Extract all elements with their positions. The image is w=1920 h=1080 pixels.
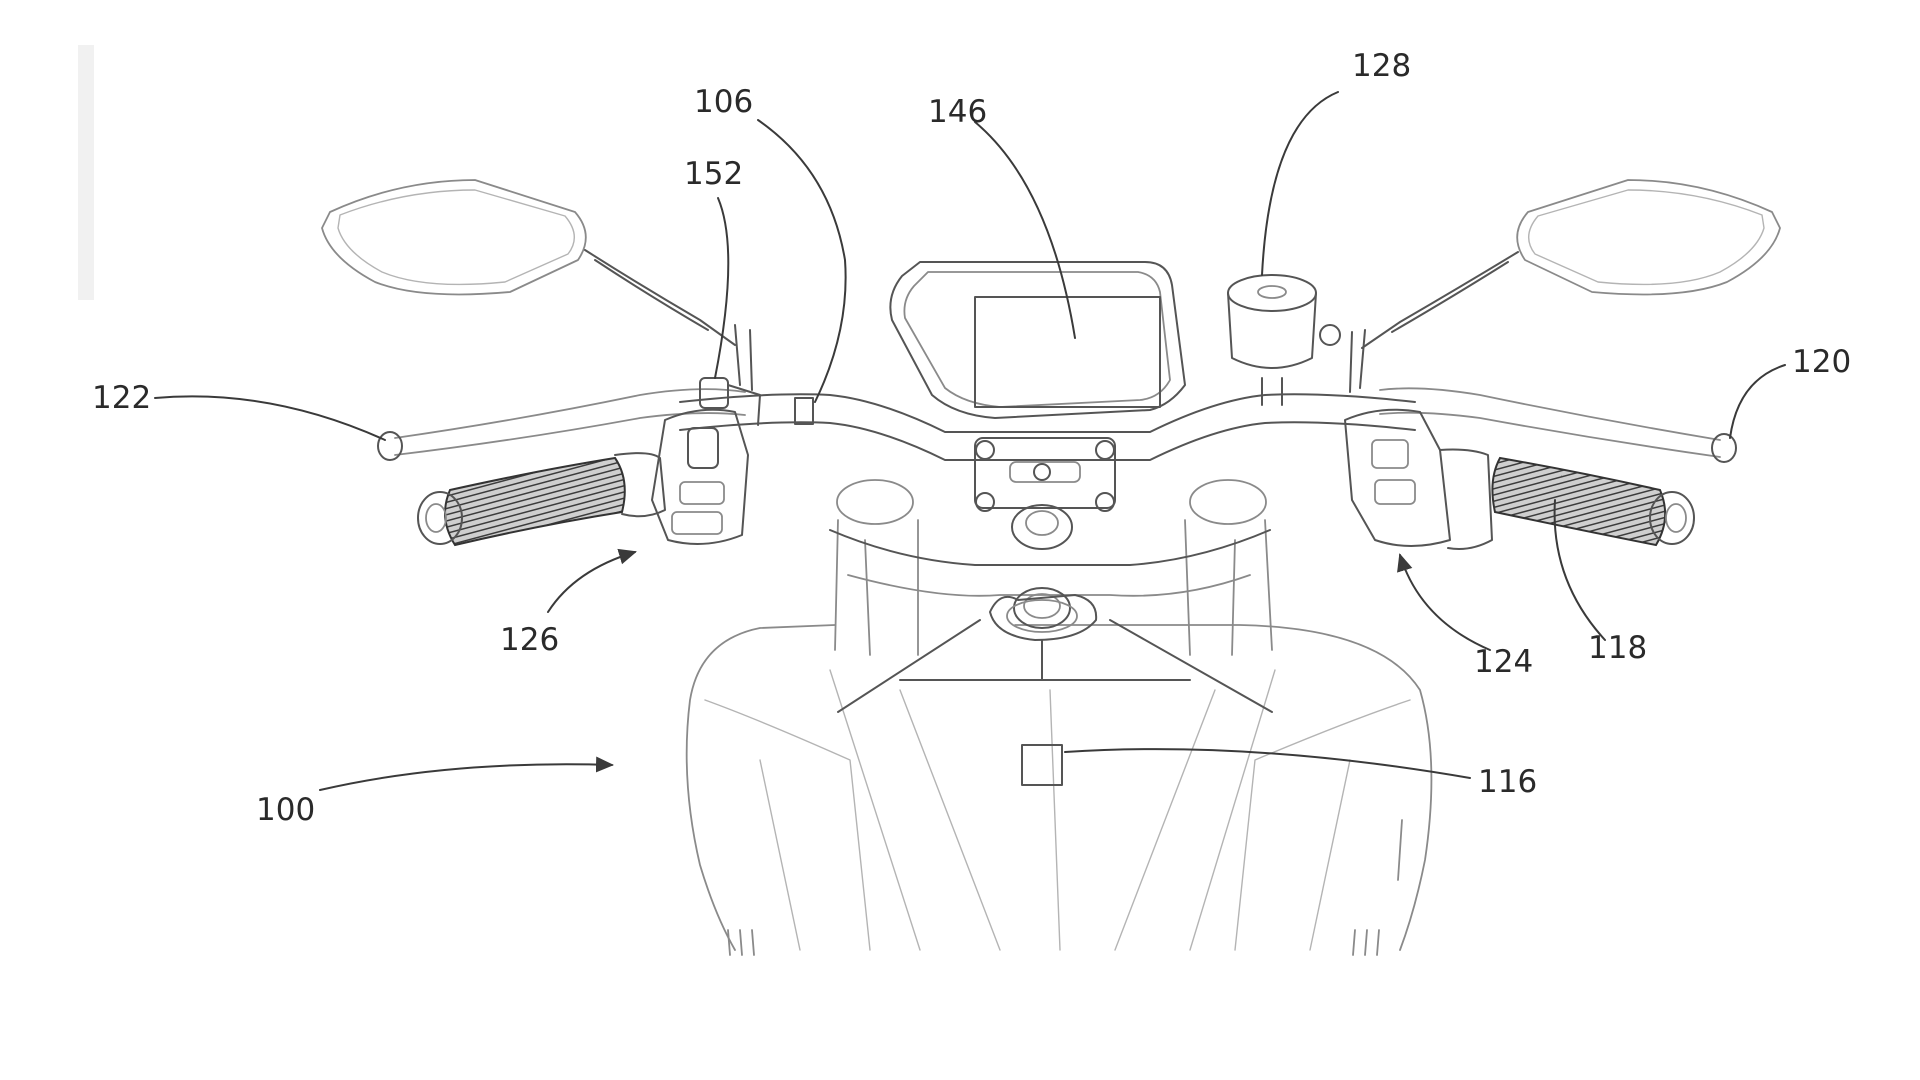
leader-124: [1397, 553, 1491, 651]
leader-152: [714, 197, 730, 379]
component-box: [1021, 744, 1063, 786]
label-126: 126: [500, 622, 559, 658]
left-switch-housing: [651, 377, 761, 545]
right-grip: [1491, 456, 1695, 547]
right-lever: [1379, 387, 1737, 463]
front-fairing: [685, 624, 1433, 956]
label-106: 106: [694, 84, 753, 120]
display-screen: [974, 296, 1161, 408]
label-120: 120: [1792, 344, 1851, 380]
leader-116: [1064, 748, 1471, 779]
sensor-component: [837, 594, 1273, 786]
label-118: 118: [1588, 630, 1647, 666]
right-switch-housing: [1344, 408, 1493, 550]
leader-146: [974, 121, 1076, 339]
leader-106: [757, 119, 847, 403]
label-128: 128: [1352, 48, 1411, 84]
leader-122: [154, 395, 386, 441]
fluid-reservoir: [1227, 274, 1341, 406]
left-grip: [417, 452, 666, 547]
triple-clamp: [829, 504, 1271, 629]
left-lever: [377, 388, 746, 461]
label-152: 152: [684, 156, 743, 192]
label-100: 100: [256, 792, 315, 828]
label-146: 146: [928, 94, 987, 130]
fork-tubes: [834, 479, 1273, 656]
scan-edge: [78, 45, 94, 300]
handlebar: [679, 393, 1416, 461]
right-mirror: [1349, 179, 1781, 393]
leader-100: [319, 756, 614, 791]
leader-128: [1261, 91, 1339, 276]
leader-118: [1553, 499, 1606, 641]
dashboard: [889, 261, 1186, 419]
bar-clamp: [974, 437, 1116, 512]
label-116: 116: [1478, 764, 1537, 800]
leader-lines: [154, 91, 1786, 791]
leader-120: [1729, 364, 1786, 439]
label-124: 124: [1474, 644, 1533, 680]
reference-labels: 100 106 116 118 120 122 124 126 128 146 …: [92, 48, 1851, 828]
left-mirror: [321, 179, 753, 391]
leader-126: [547, 548, 637, 613]
label-122: 122: [92, 380, 151, 416]
